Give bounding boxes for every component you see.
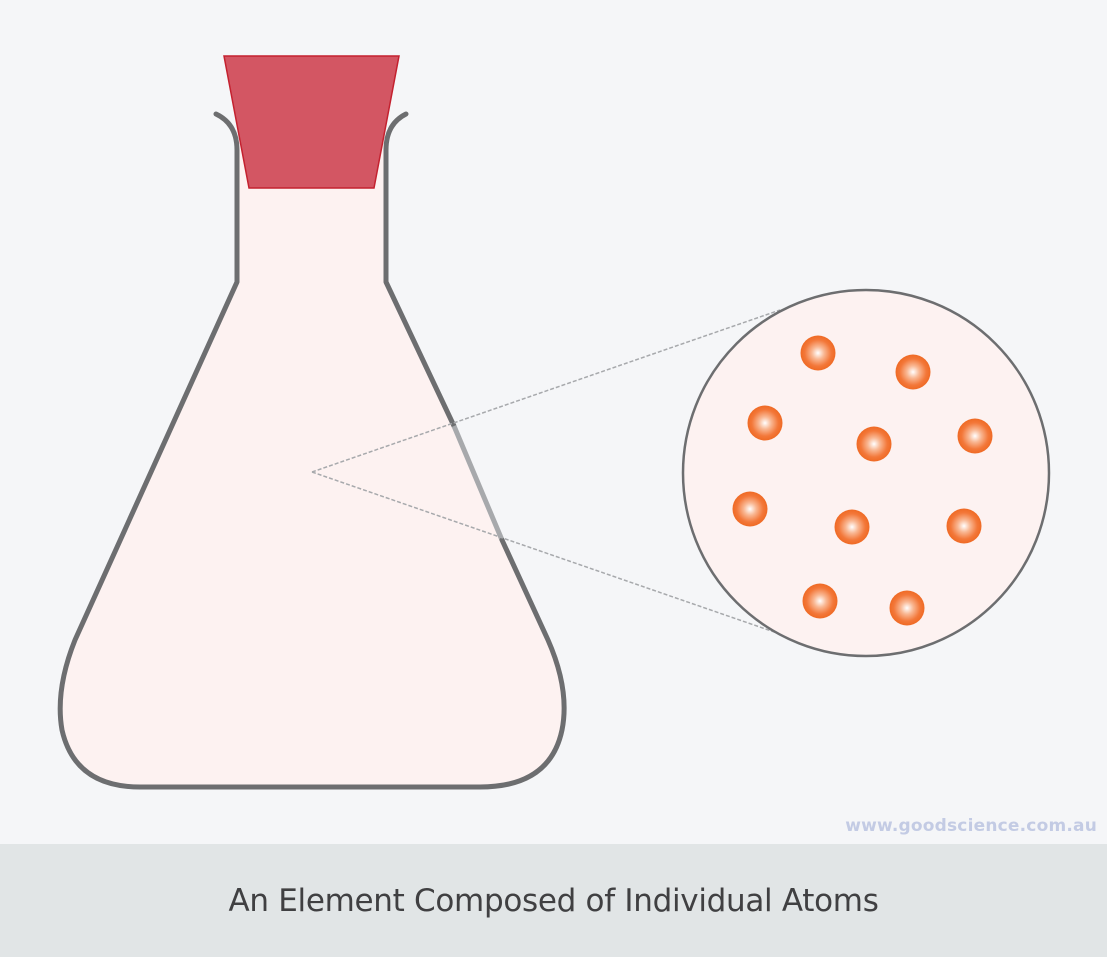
atom-icon — [946, 508, 982, 544]
magnified-view-circle — [681, 288, 1051, 658]
caption-bar: An Element Composed of Individual Atoms — [0, 844, 1107, 957]
callout-lines — [311, 309, 781, 635]
atom-icon — [732, 491, 768, 527]
atom-icon — [800, 335, 836, 371]
flask-outline-right — [383, 111, 457, 429]
atom-icon — [834, 509, 870, 545]
flask-outline-right-lower — [477, 537, 567, 790]
atom-icon — [895, 354, 931, 390]
diagram-canvas — [57, 55, 1051, 790]
flask — [57, 111, 567, 790]
atom-icon — [856, 426, 892, 462]
diagram-title: An Element Composed of Individual Atoms — [228, 882, 879, 919]
stopper — [223, 55, 400, 189]
atom-icon — [802, 583, 838, 619]
flask-body — [60, 140, 565, 787]
atom-icon — [889, 590, 925, 626]
atom-icon — [747, 405, 783, 441]
atom-icon — [957, 418, 993, 454]
flask-outline-highlight — [451, 425, 505, 541]
atoms — [732, 335, 993, 626]
watermark: www.goodscience.com.au — [845, 816, 1097, 836]
flask-outline-left — [57, 111, 483, 790]
